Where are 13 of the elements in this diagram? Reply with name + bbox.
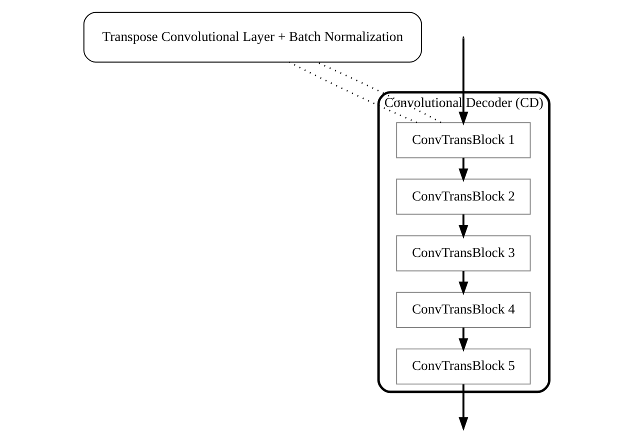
node-box: ConvTransBlock 2 <box>396 178 530 215</box>
node-box: ConvTransBlock 5 <box>396 348 530 385</box>
arrow <box>458 328 468 352</box>
node-box: Transpose Convolutional Layer + Batch Normalization <box>82 12 422 63</box>
node-box: ConvTransBlock 3 <box>396 235 530 272</box>
arrow <box>458 271 468 296</box>
connector <box>316 61 441 124</box>
node-box: ConvTransBlock 1 <box>396 122 530 158</box>
arrow <box>458 214 468 239</box>
arrow <box>458 38 468 126</box>
node-box: ConvTransBlock 4 <box>396 292 530 328</box>
arrow <box>458 158 468 182</box>
connector <box>288 61 417 124</box>
